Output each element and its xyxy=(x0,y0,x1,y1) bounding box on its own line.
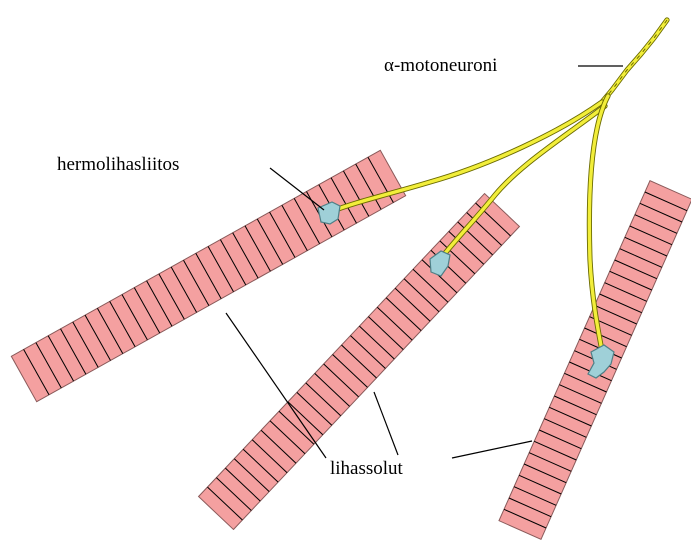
fiber-leader-2 xyxy=(374,392,398,455)
motoneuron-trunk xyxy=(602,20,667,102)
motoneuron-label: α-motoneuroni xyxy=(384,55,497,76)
junction-label: hermolihasliitos xyxy=(57,154,179,175)
fibers-label: lihassolut xyxy=(330,458,404,479)
fiber-leader-3 xyxy=(452,441,532,458)
